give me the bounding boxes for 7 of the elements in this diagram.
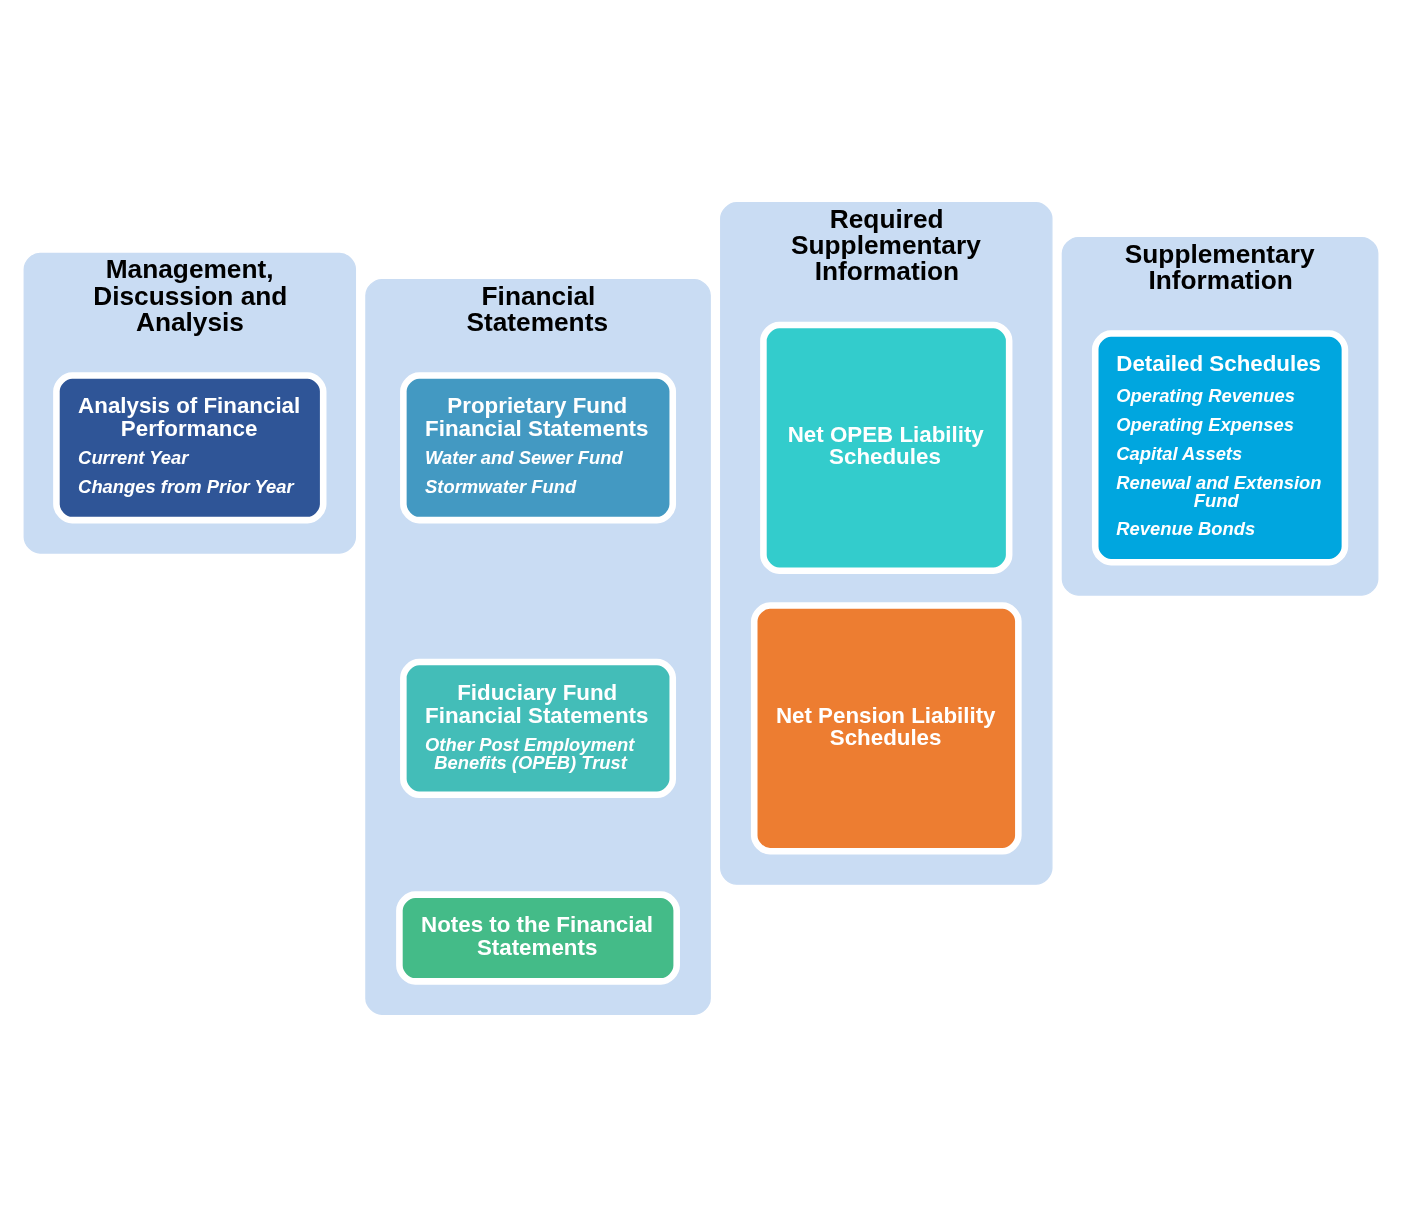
node-box: Notes to the Financial Statements <box>396 891 680 985</box>
node-box: Net OPEB Liability Schedules <box>760 321 1013 574</box>
node-box: Detailed Schedules Operating Revenues Operating Expenses Capital Assets Renewal and Extension Fund Revenue Bonds <box>1091 330 1349 566</box>
node-box: Analysis of Financial Performance Current Year Changes from Prior Year <box>53 372 327 524</box>
node-box: Proprietary Fund Financial Statements Water and Sewer Fund Stormwater Fund <box>400 372 677 524</box>
node-box: Fiduciary Fund Financial Statements Other Post Employment Benefits (OPEB) Trust <box>400 658 677 799</box>
node-box: Net Pension Liability Schedules <box>750 602 1022 855</box>
